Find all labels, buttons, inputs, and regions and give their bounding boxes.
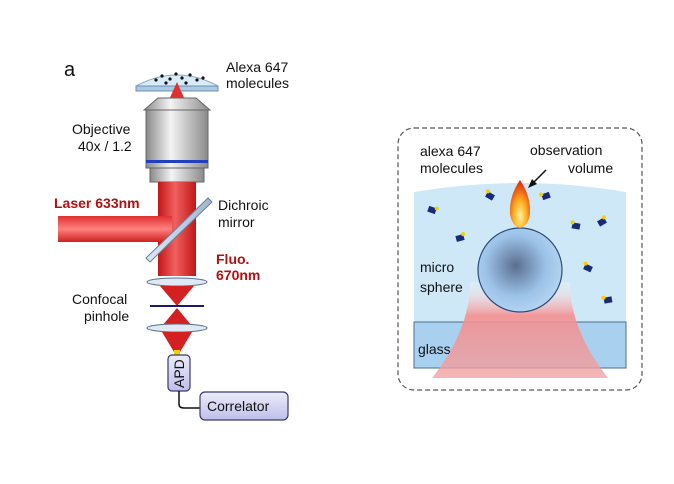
detector-lens	[146, 323, 208, 333]
pinhole-label-line1: Confocal	[72, 291, 127, 307]
alexa-label-line1: alexa 647	[420, 143, 481, 159]
confocal-pinhole	[150, 305, 204, 307]
molecules	[427, 189, 613, 304]
arrow-head	[528, 179, 537, 188]
molecule-dots	[154, 72, 205, 85]
observation-label-line1: observation	[530, 142, 602, 158]
molecule-icon	[427, 205, 439, 215]
sphere-label-line1: micro	[420, 259, 454, 275]
objective-label-line2: 40x / 1.2	[78, 138, 132, 154]
dichroic-label-line1: Dichroic	[218, 197, 269, 213]
cable	[178, 391, 200, 409]
dichroic-label-line2: mirror	[218, 214, 255, 230]
molecule-icon	[455, 232, 466, 242]
pinhole-label-line2: pinhole	[84, 308, 129, 324]
fluo-label-line2: 670nm	[216, 267, 260, 283]
detector-aperture	[174, 350, 180, 355]
molecule-icon	[485, 189, 495, 201]
diverging-cone	[162, 308, 192, 326]
molecule-icon	[570, 220, 581, 230]
objective	[142, 97, 212, 183]
molecule-icon	[597, 215, 607, 227]
tube-lens	[146, 277, 208, 287]
detector-cone	[162, 332, 192, 352]
molecule-icon	[583, 261, 593, 273]
converging-cone	[160, 286, 194, 306]
observation-label-line2: volume	[568, 160, 613, 176]
apd-label: APD	[171, 359, 187, 388]
dichroic-mirror	[145, 197, 213, 263]
molecule-icon	[539, 191, 551, 201]
laser-label: Laser 633nm	[54, 195, 140, 211]
molecules-label-line1: Alexa 647	[226, 59, 288, 75]
excitation-glow	[432, 282, 608, 378]
focus-cone	[168, 82, 186, 102]
fluo-label-line1: Fluo.	[216, 251, 249, 267]
correlator-box	[199, 391, 289, 421]
molecule-icon	[601, 295, 613, 304]
laser-beam	[58, 216, 172, 242]
alexa-label-line2: molecules	[420, 160, 483, 176]
panel-b: glass micro sphere alexa 647 molecules o…	[397, 127, 643, 391]
panel-letter: a	[64, 59, 76, 81]
observation-volume	[509, 180, 531, 228]
glass-label: glass	[418, 341, 451, 357]
sphere-label-line2: sphere	[420, 279, 463, 295]
molecules-label-line2: molecules	[226, 75, 289, 91]
microsphere	[477, 227, 563, 313]
objective-label-line1: Objective	[72, 121, 131, 137]
panel-a: a Alexa 647 molecules Objective 40x / 1.	[54, 59, 289, 421]
dashed-frame	[397, 127, 643, 391]
correlator-label: Correlator	[207, 398, 270, 414]
